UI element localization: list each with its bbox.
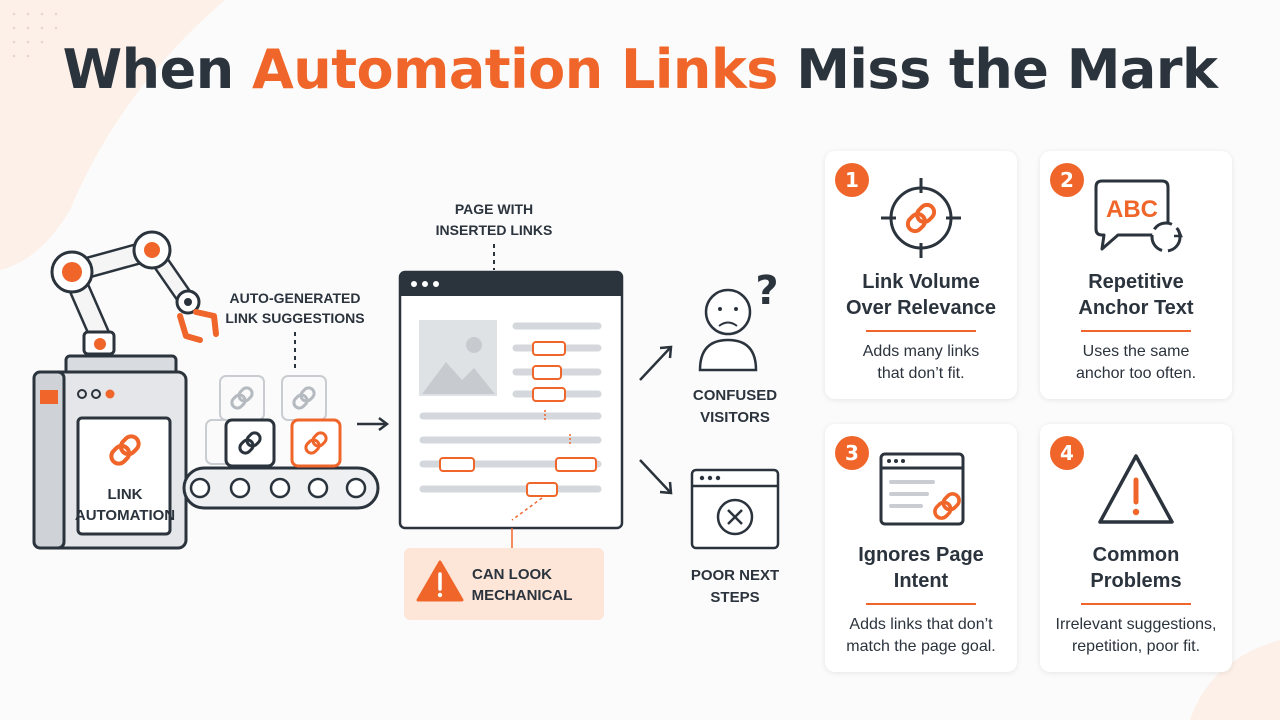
- card-title-line-1: Common: [1092, 544, 1180, 566]
- arrow-right-icon: [357, 417, 390, 431]
- card-divider: [1081, 603, 1191, 605]
- machine-label-line-1: LINK: [108, 486, 143, 503]
- problem-card-1: 1 Link Volume Over Relevance Adds many l…: [825, 151, 1017, 399]
- title-part-2: Miss the Mark: [777, 38, 1218, 101]
- card-desc-line-1: Adds many links: [862, 343, 980, 360]
- card-desc-line-2: match the page goal.: [846, 638, 996, 655]
- page-label-line-1: PAGE WITH: [455, 201, 533, 217]
- visitors-label-line-1: CONFUSED: [693, 387, 777, 404]
- warning-triangle-icon: [1098, 454, 1174, 524]
- robot-arm-icon: [50, 230, 219, 356]
- error-window-icon: [690, 468, 780, 550]
- title-part-1: When: [62, 38, 252, 101]
- conveyor-belt: [182, 466, 380, 510]
- card-divider: [866, 603, 976, 605]
- card-title-line-1: Link Volume: [862, 271, 980, 293]
- next-steps-label-line-2: STEPS: [710, 589, 759, 606]
- confused-person-icon: [698, 288, 758, 372]
- card-desc-line-1: Adds links that don’t: [849, 616, 993, 633]
- card-number-badge: 1: [835, 163, 869, 197]
- card-title: Repetitive Anchor Text: [1046, 269, 1226, 321]
- card-title-line-2: Over Relevance: [845, 297, 997, 319]
- warning-label-line-2: MECHANICAL: [472, 587, 573, 604]
- page-label-line-2: INSERTED LINKS: [436, 222, 553, 238]
- arrow-up-right-icon: [639, 345, 673, 381]
- card-desc-line-2: anchor too often.: [1075, 365, 1197, 382]
- automation-diagram: LINK AUTOMATION AUTO-GENERATED LINK SUGG…: [32, 201, 780, 620]
- question-mark-icon: ?: [755, 268, 778, 314]
- card-desc-line-1: Irrelevant suggestions,: [1055, 616, 1217, 633]
- card-title-line-2: Intent: [893, 570, 949, 592]
- warning-label-line-1: CAN LOOK: [472, 566, 552, 583]
- card-title: Link Volume Over Relevance: [831, 269, 1011, 321]
- link-suggestion-tiles: [205, 375, 342, 468]
- card-desc-line-2: repetition, poor fit.: [1071, 638, 1201, 655]
- card-title-line-2: Problems: [1090, 570, 1182, 592]
- card-description: Uses the same anchor too often.: [1044, 341, 1228, 385]
- card-number-badge: 4: [1050, 436, 1084, 470]
- card-divider: [1081, 330, 1191, 332]
- card-number-badge: 2: [1050, 163, 1084, 197]
- card-description: Adds many links that don’t fit.: [829, 341, 1013, 385]
- suggestions-label-line-1: AUTO-GENERATED: [230, 290, 361, 306]
- suggestions-label-line-2: LINK SUGGESTIONS: [225, 310, 364, 326]
- title-accent: Automation Links: [251, 38, 778, 101]
- next-steps-label-line-1: POOR NEXT: [691, 567, 779, 584]
- visitors-label-line-2: VISITORS: [700, 409, 770, 426]
- speech-abc-icon: ABC: [1094, 179, 1183, 253]
- problem-card-2: 2 ABC Repetitive Anchor Text Uses the sa…: [1040, 151, 1232, 399]
- problem-card-3: 3 Ignores Page Intent Adds links that do…: [825, 424, 1017, 672]
- machine-label-line-2: AUTOMATION: [75, 507, 175, 524]
- card-divider: [866, 330, 976, 332]
- speech-abc-text: ABC: [1106, 196, 1158, 223]
- arrow-down-right-icon: [639, 459, 673, 495]
- card-title-line-1: Ignores Page: [858, 544, 984, 566]
- card-description: Irrelevant suggestions, repetition, poor…: [1044, 614, 1228, 658]
- page-title: When Automation Links Miss the Mark: [0, 38, 1280, 101]
- card-title: Common Problems: [1046, 542, 1226, 594]
- card-desc-line-2: that don’t fit.: [877, 365, 965, 382]
- card-description: Adds links that don’t match the page goa…: [829, 614, 1013, 658]
- card-title-line-2: Anchor Text: [1078, 297, 1194, 319]
- problem-card-4: 4 Common Problems Irrelevant suggestions…: [1040, 424, 1232, 672]
- target-link-icon: [881, 178, 961, 258]
- warning-icon: [416, 560, 464, 602]
- card-number-badge: 3: [835, 436, 869, 470]
- card-title: Ignores Page Intent: [831, 542, 1011, 594]
- page-link-icon: [879, 452, 965, 526]
- web-page-mockup: [398, 270, 624, 530]
- card-desc-line-1: Uses the same: [1082, 343, 1190, 360]
- card-title-line-1: Repetitive: [1088, 271, 1184, 293]
- warning-callout: CAN LOOK MECHANICAL: [404, 548, 604, 620]
- automation-machine: LINK AUTOMATION: [32, 354, 188, 550]
